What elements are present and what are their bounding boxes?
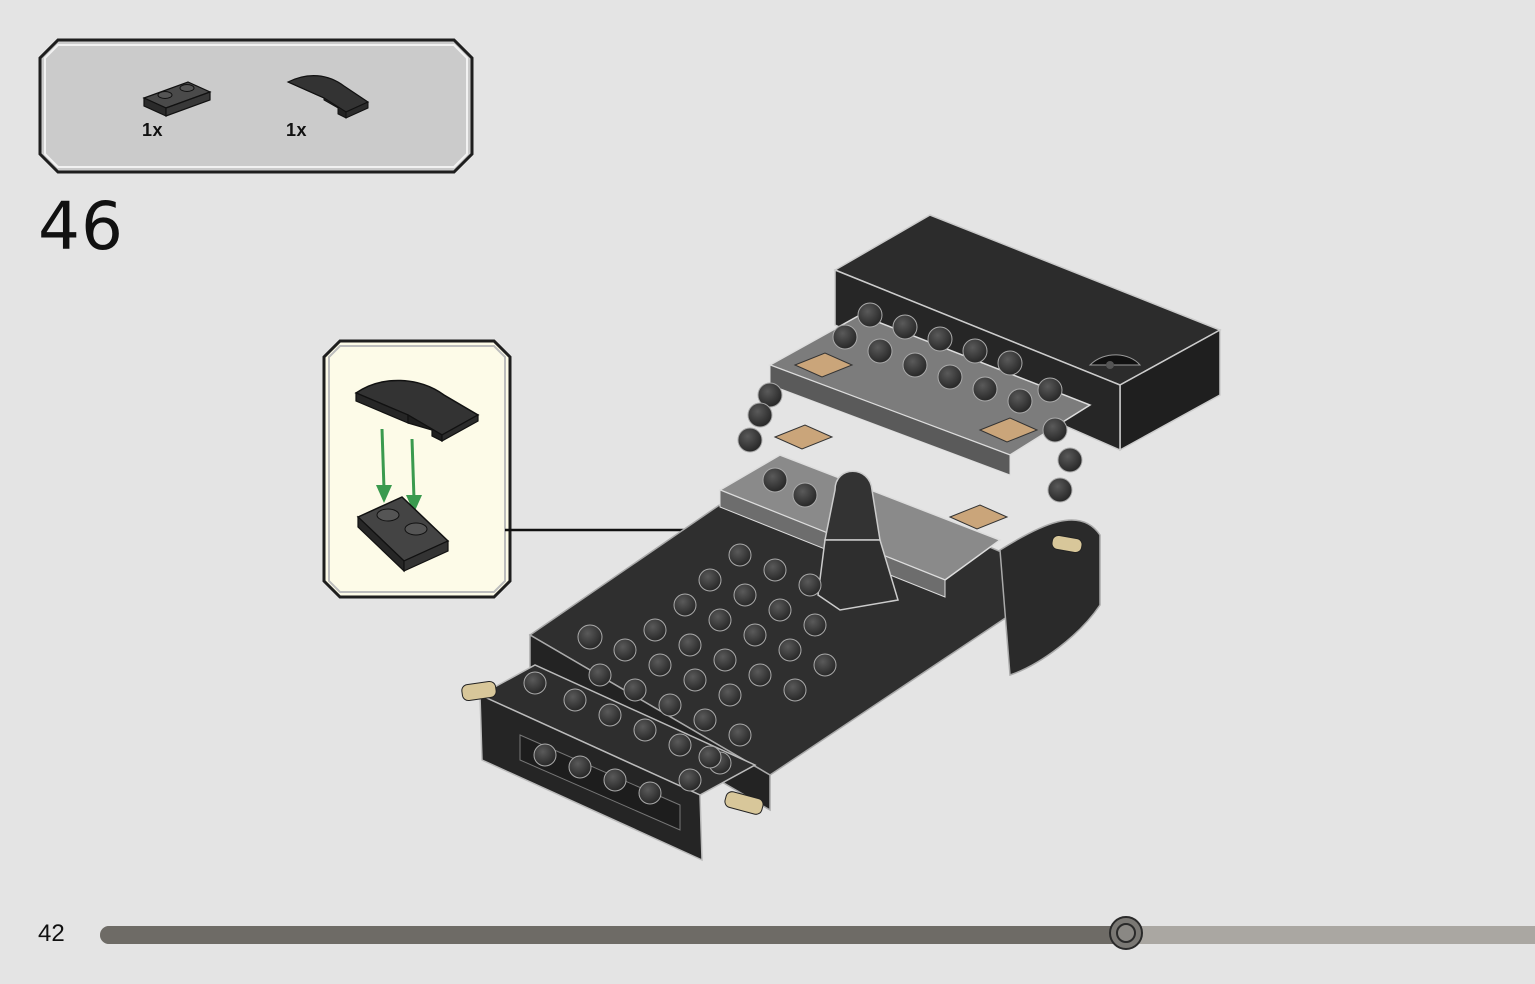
step-number: 46 <box>38 188 124 265</box>
seat-icon <box>817 470 899 611</box>
plate-1x2-icon <box>142 81 212 117</box>
arrow-down-icon <box>376 428 422 513</box>
curved-slope-icon <box>286 75 370 119</box>
parts-list-panel: 1x 1x <box>38 38 474 178</box>
callout-frame <box>322 339 512 599</box>
parts-panel-frame <box>38 38 474 174</box>
plate-1x2-icon <box>356 496 450 573</box>
car-chassis-model <box>461 214 1222 862</box>
progress-marker <box>1109 916 1144 950</box>
axle-pin-icon <box>461 534 1083 815</box>
build-progress-fill <box>100 926 1127 944</box>
stud-grid <box>523 302 1083 805</box>
part-quantity: 1x <box>142 120 164 140</box>
build-progress-bar <box>100 916 1535 950</box>
part-quantity: 1x <box>286 120 308 140</box>
subassembly-callout <box>322 339 512 603</box>
page-number: 42 <box>38 920 65 947</box>
curved-slope-icon <box>354 379 480 443</box>
